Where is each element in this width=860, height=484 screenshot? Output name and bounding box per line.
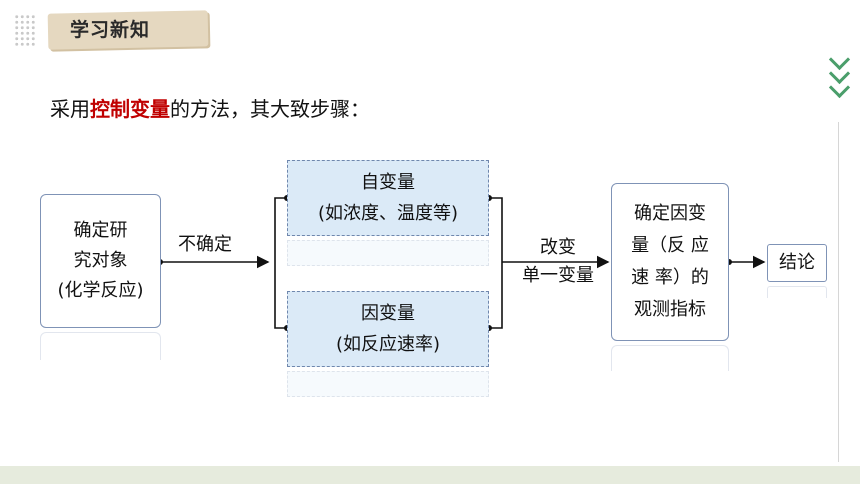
section-title: 学习新知	[70, 19, 151, 41]
intro-sentence: 采用控制变量的方法，其大致步骤：	[50, 93, 370, 122]
dependent-variable-box: 因变量 (如反应速率)	[287, 291, 489, 367]
observe-line3: 速 率）的	[631, 267, 709, 288]
independent-line1: 自变量	[361, 172, 415, 193]
arrow-label-change-line1: 改变	[540, 237, 576, 258]
observe-line4: 观测指标	[633, 299, 706, 320]
dependent-line2: (如反应速率)	[335, 334, 441, 355]
arrow-label-change: 改变 单一变量	[508, 234, 608, 290]
study-object-reflection	[40, 332, 161, 360]
observation-index-box: 确定因变 量（反 应 速 率）的 观测指标	[611, 183, 729, 341]
conclusion-label: 结论	[779, 252, 815, 273]
intro-suffix: 的方法，其大致步骤：	[170, 97, 370, 121]
arrow-label-change-line2: 单一变量	[522, 265, 594, 286]
independent-line2: (如浓度、温度等)	[317, 203, 459, 224]
intro-prefix: 采用	[50, 97, 90, 121]
arrow-label-uncertain: 不确定	[178, 234, 232, 255]
dependent-reflection	[287, 371, 489, 397]
observe-line2: 量（反 应	[631, 235, 709, 256]
study-object-line2: 究对象	[73, 250, 128, 271]
independent-reflection	[287, 240, 489, 266]
conclusion-box: 结论	[767, 244, 827, 282]
observe-line1: 确定因变	[633, 203, 706, 224]
conclusion-reflection	[767, 286, 827, 298]
study-object-line3: (化学反应)	[57, 280, 144, 301]
dependent-line1: 因变量	[361, 303, 415, 324]
study-object-box: 确定研 究对象 (化学反应)	[40, 194, 161, 328]
independent-variable-box: 自变量 (如浓度、温度等)	[287, 160, 489, 236]
study-object-line1: 确定研	[73, 220, 128, 241]
dot-grid-decoration	[14, 14, 36, 48]
footer-band	[0, 466, 860, 484]
right-divider	[838, 122, 839, 462]
observe-reflection	[611, 345, 729, 371]
intro-highlight: 控制变量	[90, 97, 170, 121]
